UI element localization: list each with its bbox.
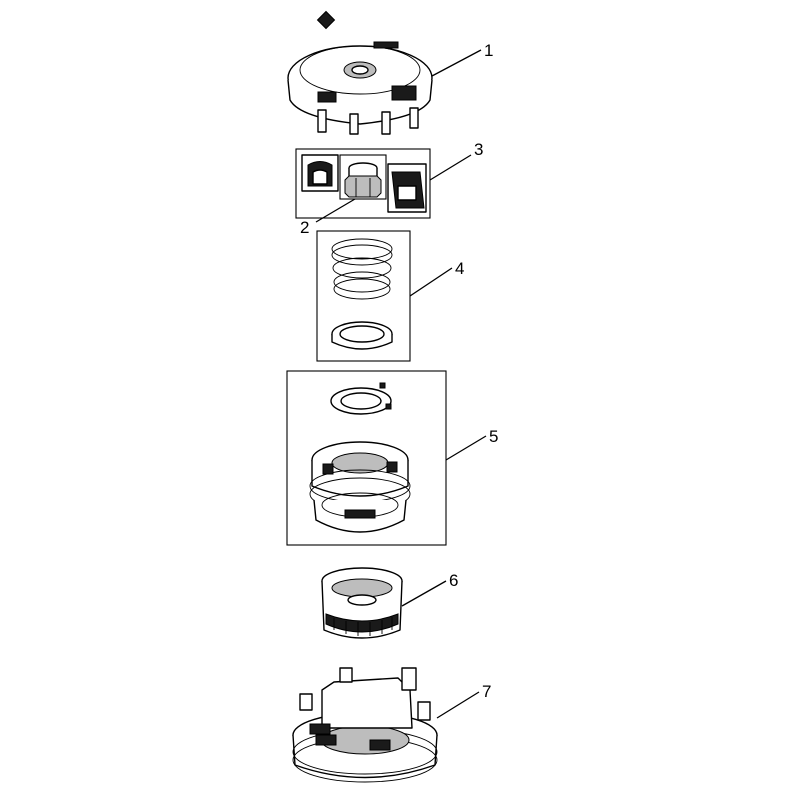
leader-line-4 bbox=[409, 267, 453, 297]
leader-line-3 bbox=[429, 154, 472, 181]
part-4-washer bbox=[331, 321, 393, 350]
callout-3: 3 bbox=[474, 140, 483, 159]
part-5-ring bbox=[330, 382, 392, 415]
callout-6: 6 bbox=[449, 571, 458, 590]
part-1-cover bbox=[287, 10, 433, 135]
part-3-clip-right bbox=[387, 163, 427, 213]
leader-line-6 bbox=[401, 580, 447, 607]
group-box-3 bbox=[295, 148, 431, 219]
callout-7: 7 bbox=[482, 682, 491, 701]
group-box-5 bbox=[286, 370, 447, 546]
part-6-housing bbox=[321, 567, 403, 639]
leader-line-5 bbox=[445, 435, 487, 461]
callout-1: 1 bbox=[484, 41, 493, 60]
part-3-clip-left bbox=[301, 154, 339, 192]
callout-2: 2 bbox=[300, 218, 309, 237]
leader-line-2 bbox=[315, 198, 356, 223]
callout-5: 5 bbox=[489, 427, 498, 446]
part-5-spool bbox=[309, 441, 411, 533]
part-2-nut bbox=[344, 162, 382, 198]
part-7-bottom-housing bbox=[292, 667, 438, 783]
part-4-spring bbox=[331, 238, 393, 300]
leader-line-1 bbox=[431, 49, 482, 77]
group-box-2 bbox=[339, 154, 387, 200]
callout-4: 4 bbox=[455, 259, 464, 278]
leader-line-7 bbox=[436, 691, 480, 719]
